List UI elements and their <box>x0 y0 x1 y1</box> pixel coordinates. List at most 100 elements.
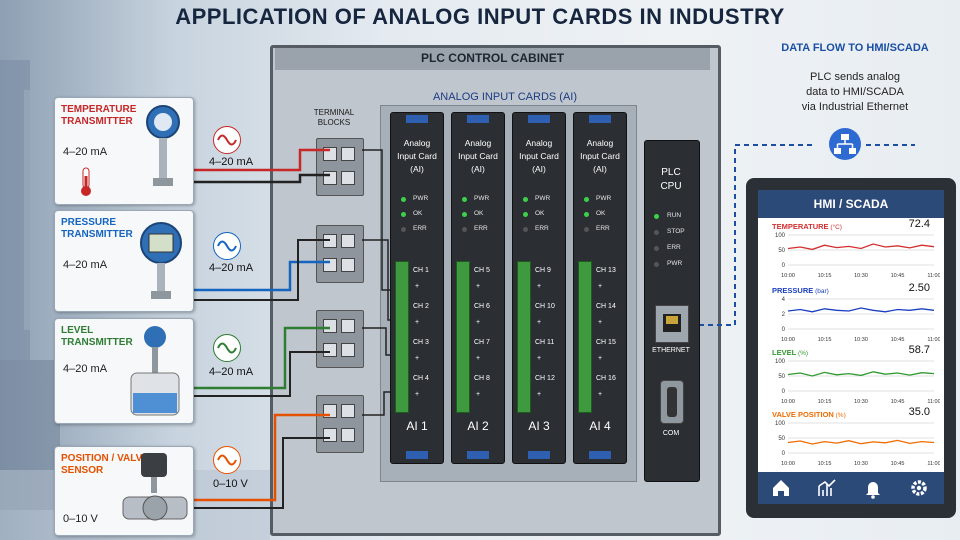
status-led-icon <box>401 227 406 232</box>
card-top-clip <box>406 115 428 123</box>
channel-label: CH 14 <box>596 303 616 310</box>
hmi-tab-settings[interactable] <box>903 472 949 504</box>
led-label: ERR <box>596 225 610 232</box>
x-tick-label: 10:45 <box>891 399 905 405</box>
led-label: ERR <box>535 225 549 232</box>
x-tick-label: 10:00 <box>781 273 795 279</box>
channel-label: CH 4 <box>413 375 429 382</box>
x-tick-label: 10:15 <box>818 399 832 405</box>
com-port[interactable] <box>660 380 684 424</box>
level-transmitter-icon <box>130 326 180 416</box>
x-tick-label: 10:45 <box>891 273 905 279</box>
y-tick-label: 0 <box>782 263 786 269</box>
y-tick-label: 100 <box>775 421 786 427</box>
x-tick-label: 10:15 <box>818 461 832 467</box>
channel-label: CH 7 <box>474 339 490 346</box>
panel-value: 2.50 <box>908 282 930 294</box>
x-tick-label: 11:00 <box>927 337 940 343</box>
sensor-signal: 0–10 V <box>63 513 98 525</box>
panel-value: 35.0 <box>908 406 930 418</box>
card-bottom-clip <box>406 451 428 459</box>
home-icon <box>773 480 789 496</box>
hmi-title: HMI / SCADA <box>813 197 889 211</box>
ethernet-port[interactable] <box>655 305 689 343</box>
data-flow-title: DATA FLOW TO HMI/SCADA <box>781 42 929 54</box>
sensor-signal: 4–20 mA <box>63 363 108 375</box>
channel-label: CH 8 <box>474 375 490 382</box>
y-tick-label: 100 <box>775 233 786 239</box>
card-label: AI 2 <box>467 419 489 433</box>
panel-unit: (bar) <box>813 288 829 295</box>
hmi-tab-home[interactable] <box>765 472 811 504</box>
terminal-strip <box>578 261 592 413</box>
sensor-signal: 4–20 mA <box>63 146 108 158</box>
channel-label: CH 2 <box>413 303 429 310</box>
panel-metric: VALVE POSITION <box>772 410 834 419</box>
channel-label: CH 1 <box>413 267 429 274</box>
card-bottom-clip <box>467 451 489 459</box>
cabinet-title: PLC CONTROL CABINET <box>420 51 565 65</box>
channel-label: CH 11 <box>535 339 555 346</box>
wire-signal-label: 4–20 mA <box>209 366 254 378</box>
panel-unit: (%) <box>796 350 809 357</box>
terminal-strip <box>395 261 409 413</box>
hmi-screen <box>758 190 944 472</box>
y-tick-label: 2 <box>782 312 786 318</box>
led-label: ERR <box>474 225 488 232</box>
trend-line <box>787 243 935 251</box>
wire-signal-label: 4–20 mA <box>209 156 254 168</box>
status-led-icon <box>523 197 528 202</box>
x-tick-label: 10:15 <box>818 273 832 279</box>
panel-unit: (°C) <box>828 224 842 231</box>
y-tick-label: 50 <box>778 436 785 442</box>
channel-plus: + <box>415 355 420 362</box>
led-label: PWR <box>535 195 551 202</box>
card-label: AI 1 <box>406 419 428 433</box>
status-led-icon <box>654 230 659 235</box>
led-label: PWR <box>667 260 683 267</box>
com-label: COM <box>662 430 680 437</box>
led-label: PWR <box>596 195 612 202</box>
card-top-clip <box>467 115 489 123</box>
channel-label: CH 3 <box>413 339 429 346</box>
sine-wave-icon <box>213 334 241 362</box>
pressure-transmitter-icon <box>140 222 182 299</box>
x-tick-label: 11:00 <box>927 399 940 405</box>
channel-plus: + <box>598 319 603 326</box>
channel-plus: + <box>537 283 542 290</box>
hmi-tab-trend[interactable] <box>811 472 857 504</box>
channel-label: CH 16 <box>596 375 616 382</box>
led-label: PWR <box>474 195 490 202</box>
card-top-clip <box>528 115 550 123</box>
terminal-label-line-2: BLOCKS <box>317 118 351 127</box>
y-tick-label: 0 <box>782 451 786 457</box>
channel-plus: + <box>598 283 603 290</box>
status-led-icon <box>584 197 589 202</box>
channel-plus: + <box>415 283 420 290</box>
x-tick-label: 10:15 <box>818 337 832 343</box>
x-tick-label: 10:45 <box>891 337 905 343</box>
panel-name: LEVEL (%) <box>772 348 808 357</box>
panel-metric: TEMPERATURE <box>772 222 829 231</box>
status-led-icon <box>584 212 589 217</box>
card-label: AI 4 <box>589 419 611 433</box>
channel-plus: + <box>476 319 481 326</box>
led-label: PWR <box>413 195 429 202</box>
y-tick-label: 50 <box>778 248 785 254</box>
hmi-tab-alarm[interactable] <box>857 472 903 504</box>
channel-plus: + <box>598 355 603 362</box>
alarm-icon <box>866 482 880 499</box>
valve-icon <box>122 453 188 521</box>
